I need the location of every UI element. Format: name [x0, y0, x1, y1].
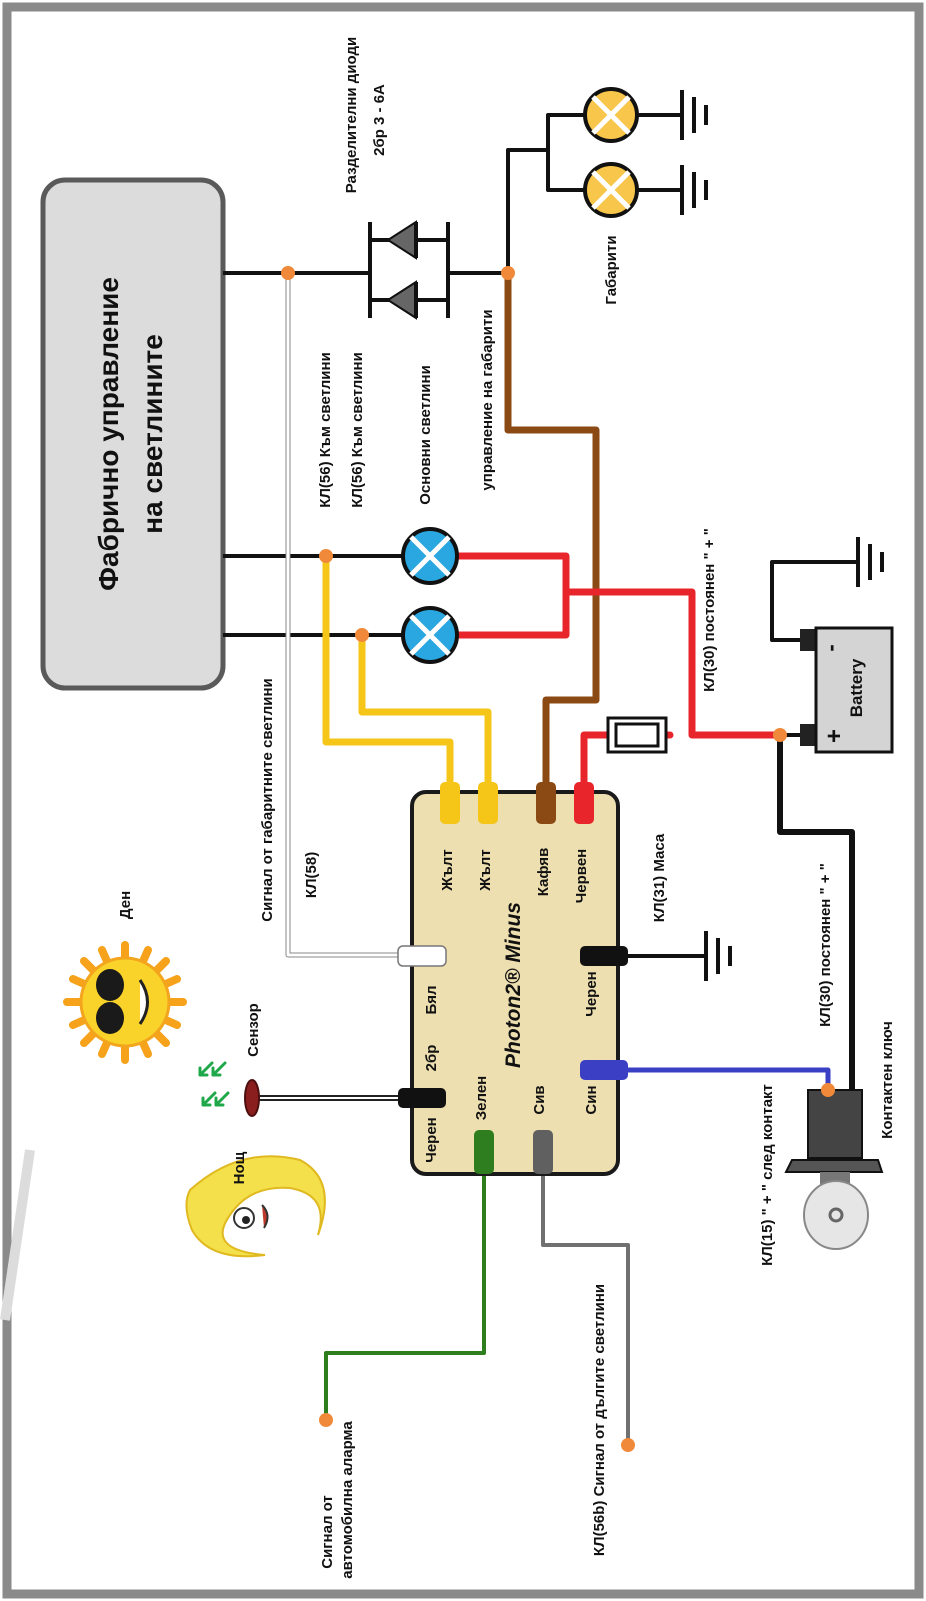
wire-yellow-1: [322, 552, 454, 796]
factory-line1: Фабрично управление: [93, 277, 124, 591]
pin-label-blue: Син: [583, 1085, 600, 1114]
ignition-key-icon: [784, 1089, 884, 1250]
module-title: Photon2® Minus: [502, 902, 525, 1068]
pin-label-grey: Сив: [531, 1085, 548, 1114]
connector-white: [397, 945, 447, 967]
label-main-lights: Основни светлини: [417, 365, 434, 505]
pin-label-yellow2: Жълт: [477, 849, 494, 891]
pin-label-yellow1: Жълт: [439, 849, 456, 891]
node: [319, 1413, 333, 1427]
junction-nodes: [281, 266, 835, 1452]
label-kl30-top: КЛ(30) постоянен " + ": [701, 528, 718, 692]
factory-line2: на светлините: [137, 334, 168, 534]
label-ignition: Контактен ключ: [879, 1021, 896, 1139]
label-kl31: КЛ(31) Маса: [651, 833, 668, 922]
label-kl58: КЛ(58): [303, 852, 320, 898]
wire-green: [324, 1173, 486, 1422]
battery-minus: -: [818, 644, 843, 651]
wire-brown: [504, 269, 600, 796]
connector-black-sensor: [398, 1088, 446, 1108]
node: [501, 266, 515, 280]
connector-green: [474, 1130, 494, 1174]
ground-icon: [704, 931, 732, 981]
wire-blue: [621, 1067, 831, 1093]
label-kl56-a: КЛ(56) Към светлини: [317, 352, 334, 508]
connector-brown: [536, 782, 556, 824]
module-connectors: [397, 782, 628, 1174]
connector-black-gnd: [580, 946, 628, 966]
sun-icon: [63, 941, 187, 1064]
label-alarm-2: автомобилна аларма: [339, 1421, 356, 1579]
wire-red-battery: [562, 588, 784, 739]
connector-blue: [580, 1060, 628, 1080]
node: [319, 549, 333, 563]
moon-icon: [185, 1155, 326, 1258]
corner-mark: [0, 1149, 35, 1321]
gabariti-lamp-2: [583, 162, 639, 218]
fuse: [606, 716, 668, 754]
pin-label-black-gnd: Черен: [583, 971, 600, 1016]
connector-grey: [533, 1130, 553, 1174]
label-kl15: КЛ(15) " + " след контакт: [759, 1084, 776, 1266]
pin-label-black-sensor: Черен: [423, 1117, 440, 1162]
label-gabariti-control: управление на габарити: [479, 309, 496, 490]
connector-red: [574, 782, 594, 824]
ground-icon: [680, 90, 708, 140]
diode-1: [386, 220, 417, 260]
sensor-icon: [244, 1079, 260, 1117]
label-sensor: Сензор: [245, 1003, 262, 1057]
connector-yellow-2: [478, 782, 498, 824]
wire-kl30-ignition: [777, 732, 855, 1093]
main-lamp-1: [401, 527, 459, 585]
main-lamp-2: [401, 606, 459, 664]
pin-label-green: Зелен: [473, 1076, 490, 1120]
label-diodes-title: Разделителни диоди: [343, 37, 360, 194]
battery: Battery - +: [800, 626, 894, 754]
battery-label: Battery: [847, 658, 866, 717]
node: [621, 1438, 635, 1452]
label-kl56b: КЛ(56b) Сигнал от дългите светлини: [591, 1284, 608, 1556]
wire-gabariti-branch: [506, 148, 550, 275]
wire-grey: [541, 1173, 630, 1447]
node: [821, 1083, 835, 1097]
pin-label-sensor-count: 2бр: [423, 1045, 440, 1072]
photon-module: [410, 790, 620, 1176]
wire-red-lamps: [454, 552, 570, 639]
ground-icon: [856, 537, 884, 587]
gabariti-lamp-1: [583, 87, 639, 143]
wire-batt-minus: [770, 560, 860, 642]
label-diodes-spec: 2бр 3 - 6А: [371, 84, 388, 156]
wire-yellow-2: [358, 631, 492, 796]
node: [355, 628, 369, 642]
label-day: Ден: [117, 891, 134, 919]
label-kl30-bottom: КЛ(30) постоянен " + ": [817, 863, 834, 1027]
label-signal-gabariti: Сигнал от габаритните светлини: [259, 678, 276, 921]
node: [281, 266, 295, 280]
battery-plus: +: [821, 729, 848, 743]
label-kl56-b: КЛ(56) Към светлини: [349, 352, 366, 508]
label-alarm-1: Сигнал от: [319, 1495, 336, 1569]
factory-control-block: [40, 177, 226, 691]
label-gabariti: Габарити: [603, 235, 620, 304]
wire-white: [286, 271, 406, 957]
diode-2: [386, 280, 417, 320]
light-arrows-icon: [198, 1061, 230, 1107]
pin-label-white: Бял: [423, 985, 440, 1014]
label-night: Нощ: [231, 1151, 248, 1184]
pin-label-brown: Кафяв: [535, 848, 552, 897]
pin-label-red: Червен: [573, 849, 590, 903]
ground-icon: [680, 165, 708, 215]
connector-yellow-1: [440, 782, 460, 824]
node: [773, 728, 787, 742]
diodes: [368, 220, 450, 320]
